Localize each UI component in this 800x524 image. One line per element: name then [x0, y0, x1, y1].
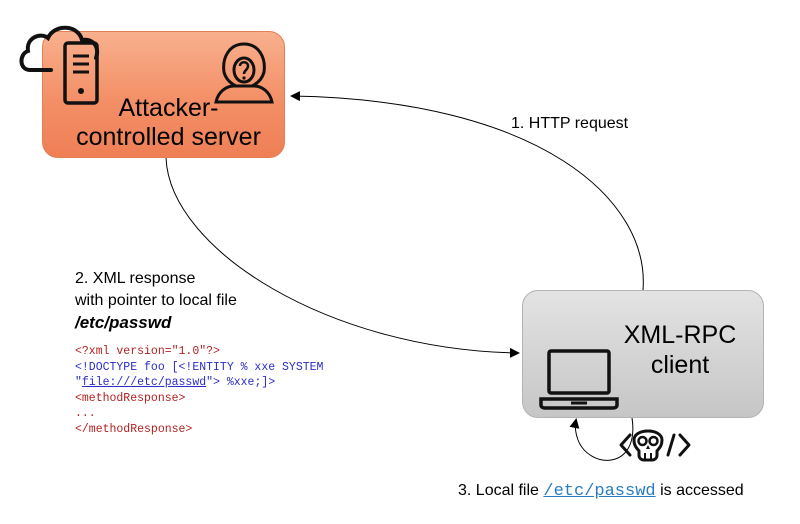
code-line-5: ... [75, 407, 96, 420]
code-line-3-rest: "> %xxe;]> [206, 376, 276, 389]
xml-response-arrow [165, 157, 520, 358]
hooded-hacker-icon [214, 42, 274, 104]
server-label: Attacker-controlled server [76, 94, 261, 151]
step3-label: 3. Local file /etc/passwd is accessed [458, 482, 744, 501]
step2-label: 2. XML response with pointer to local fi… [75, 268, 237, 334]
skull-code-icon [619, 429, 691, 462]
step2-line1: 2. XML response [75, 270, 196, 287]
step2-file: /etc/passwd [75, 313, 172, 332]
xml-code-snippet: <?xml version="1.0"?> <!DOCTYPE foo [<!EN… [75, 344, 323, 437]
server-tower-icon [63, 41, 99, 105]
step2-line2: with pointer to local file [75, 292, 237, 309]
laptop-icon [539, 349, 619, 410]
local-file-loop-arrow [569, 417, 634, 461]
xml-rpc-client-box [522, 290, 764, 418]
http-request-arrow [290, 91, 644, 291]
code-line-2: <!DOCTYPE foo [<!ENTITY % xxe SYSTEM [75, 360, 324, 374]
step3-prefix: 3. Local file [458, 482, 539, 499]
step3-suffix: is accessed [660, 482, 744, 499]
cloud-icon [19, 25, 99, 72]
code-line-4: <methodResponse> [75, 391, 186, 405]
code-line-6: </methodResponse> [75, 422, 193, 436]
code-line-3: "file:///etc/passwd"> %xxe;]> [75, 375, 323, 391]
code-quote: " [75, 376, 82, 389]
client-label: XML-RPC client [623, 321, 737, 379]
step1-label: 1. HTTP request [511, 115, 629, 132]
code-file-url[interactable]: file:///etc/passwd [81, 376, 207, 389]
code-line-1: <?xml version="1.0"?> [75, 345, 220, 358]
step3-path-link[interactable]: /etc/passwd [543, 482, 656, 501]
attacker-server-box [42, 31, 285, 158]
